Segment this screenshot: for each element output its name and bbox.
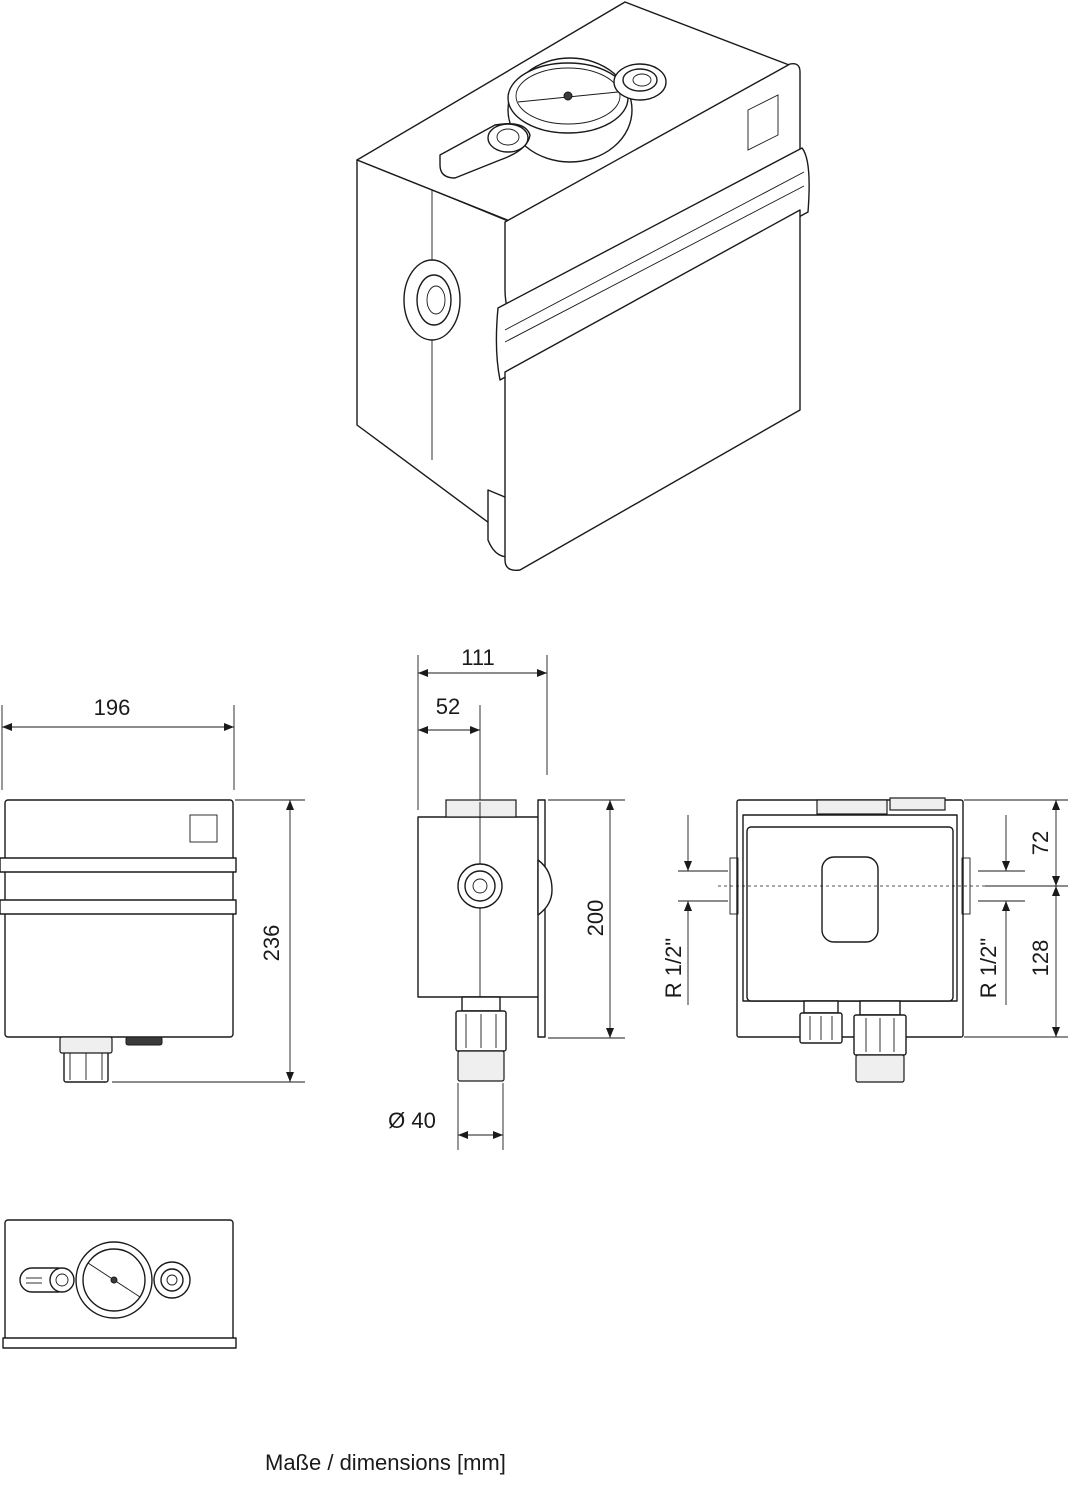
side-view (417, 799, 553, 1082)
back-view (718, 797, 985, 1083)
diameter-40-label: Ø 40 (388, 1108, 436, 1133)
top-view (2, 1219, 237, 1349)
side-dimensions (417, 655, 625, 1150)
caption: Maße / dimensions [mm] (265, 1450, 506, 1475)
front-view (0, 799, 237, 1083)
dimension-labels: 196 236 111 52 200 Ø 40 R 1/2" R 1/2" 72… (94, 645, 1053, 1133)
back-dimensions (678, 799, 1068, 1038)
thread-left-label: R 1/2" (661, 938, 686, 998)
width-196-label: 196 (94, 695, 131, 720)
depth-52-label: 52 (436, 694, 460, 719)
thread-right-label: R 1/2" (976, 938, 1001, 998)
isometric-view (356, 1, 810, 571)
offset-128-label: 128 (1028, 940, 1053, 977)
height-200-label: 200 (583, 900, 608, 937)
height-236-label: 236 (259, 925, 284, 962)
depth-111-label: 111 (461, 645, 494, 670)
front-dimensions (1, 705, 305, 1083)
offset-72-label: 72 (1028, 831, 1053, 855)
